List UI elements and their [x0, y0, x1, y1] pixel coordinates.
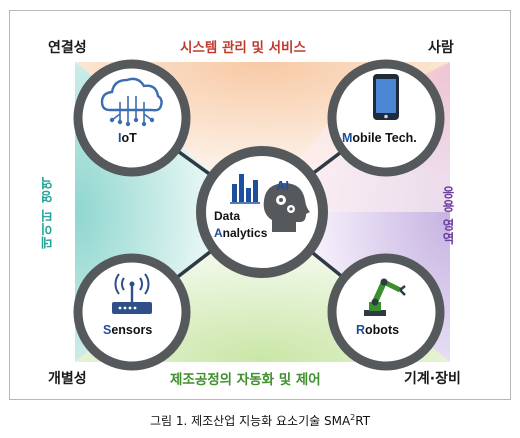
cloud-network-icon	[100, 77, 163, 127]
center-label-analytics: Analytics	[214, 226, 268, 240]
node-label-sensors: Sensors	[103, 323, 153, 337]
bar-chart-icon	[230, 174, 260, 204]
figure-caption: 그림 1. 제조산업 지능화 요소기술 SMA2RT	[149, 413, 371, 428]
side-label-system-management: 시스템 관리 및 서비스	[180, 40, 306, 56]
corner-label-individuality: 개별성	[48, 371, 87, 387]
node-label-mobile-tech: Mobile Tech.	[342, 131, 417, 145]
node-label-iot: IoT	[118, 131, 137, 145]
center-ring	[196, 146, 328, 278]
corner-label-people: 사람	[428, 40, 454, 56]
corner-label-machinery: 기계·장비	[404, 371, 461, 387]
side-label-application-area: 응용 영역	[440, 186, 455, 246]
center-label-data: Data	[214, 209, 241, 223]
side-label-data-area: 데이터 영역	[40, 176, 55, 249]
node-label-robots: Robots	[356, 323, 400, 337]
center-label-ai: AI	[276, 178, 289, 193]
ai-head-icon	[263, 183, 310, 232]
corner-label-connectivity: 연결성	[48, 40, 87, 56]
smartphone-icon	[373, 74, 399, 120]
wireless-sensor-icon	[112, 273, 152, 314]
side-label-process-automation: 제조공정의 자동화 및 제어	[170, 372, 321, 388]
robot-arm-icon	[364, 278, 406, 316]
